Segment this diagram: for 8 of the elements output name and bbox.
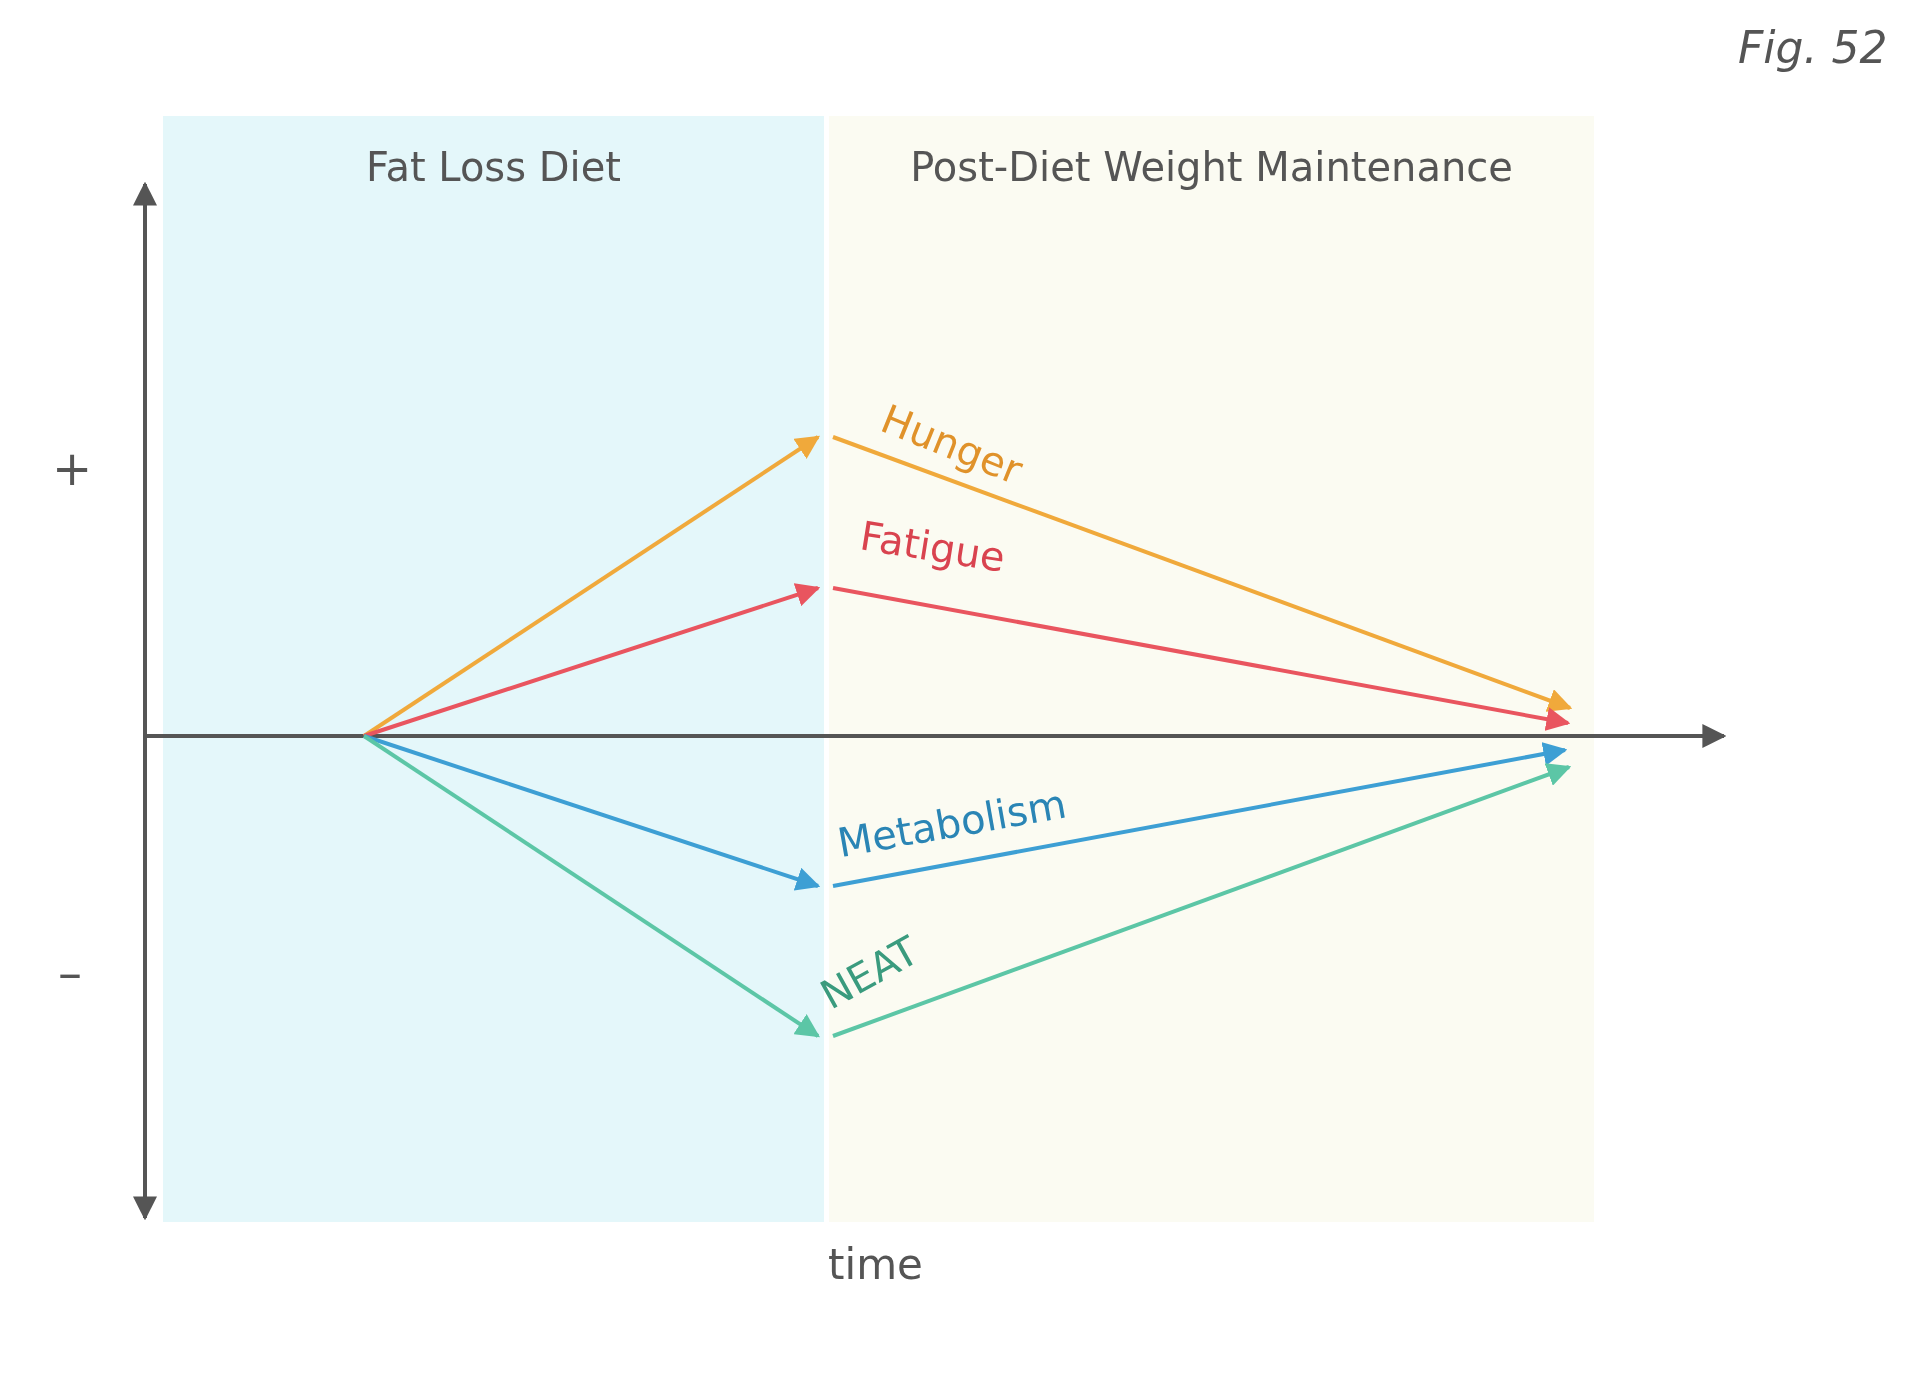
axis-label: time: [828, 1240, 923, 1289]
phase-title: Fat Loss Diet: [365, 144, 622, 190]
phase-title: Post-Diet Weight Maintenance: [909, 144, 1514, 190]
trend-label: Metabolism: [834, 780, 1070, 866]
trend-label: Fatigue: [857, 512, 1009, 581]
plus-sign: +: [52, 440, 93, 496]
fig-number: Fig. 52: [1738, 22, 1888, 73]
minus-sign: –: [58, 945, 82, 1001]
